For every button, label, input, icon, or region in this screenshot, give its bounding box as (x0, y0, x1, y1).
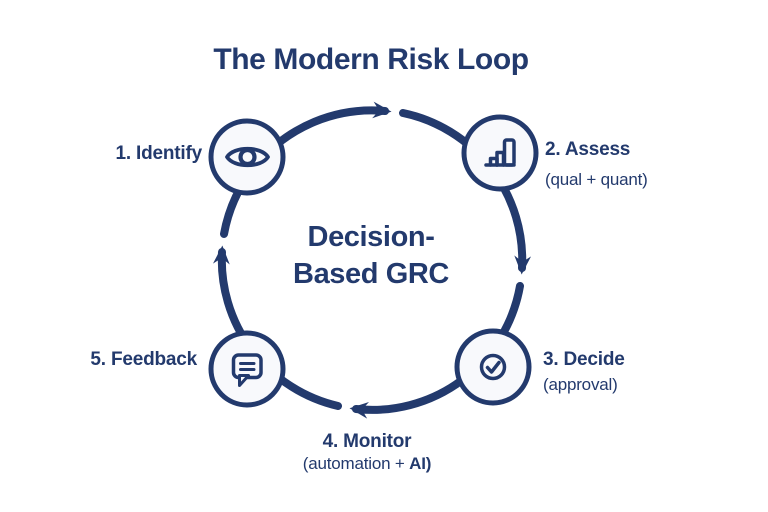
step-identify-label: 1. Identify (115, 143, 203, 164)
step-decide: 3. Decide (approval) (543, 348, 625, 396)
step-monitor-sublabel: (automation + AI) (302, 453, 432, 475)
step-identify: 1. Identify (115, 142, 203, 165)
step-monitor-sublabel-ai: AI) (409, 454, 432, 473)
step-decide-label: 3. Decide (543, 349, 625, 370)
step-monitor-label: 4. Monitor (322, 431, 412, 452)
step-assess-sublabel: (qual + quant) (545, 170, 648, 189)
bar-chart-icon (484, 138, 516, 167)
step-monitor-sublabel-text: (automation + (302, 454, 410, 473)
center-label: Decision- Based GRC (293, 219, 449, 293)
step-assess: 2. Assess (qual + quant) (545, 138, 648, 191)
decide-node-circle (454, 328, 532, 406)
center-label-line2: Based GRC (293, 258, 449, 290)
step-assess-label: 2. Assess (545, 139, 631, 160)
check-circle-icon (479, 353, 507, 381)
step-decide-sublabel: (approval) (543, 375, 618, 394)
step-feedback: 5. Feedback (90, 348, 197, 371)
center-label-line1: Decision- (307, 221, 435, 253)
step-monitor: 4. Monitor (automation + AI) (302, 430, 432, 475)
identify-node-circle (208, 118, 286, 196)
speech-bubble-icon (231, 353, 263, 387)
eye-icon (225, 146, 270, 168)
page-title: The Modern Risk Loop (213, 43, 529, 76)
step-feedback-label: 5. Feedback (90, 349, 197, 370)
